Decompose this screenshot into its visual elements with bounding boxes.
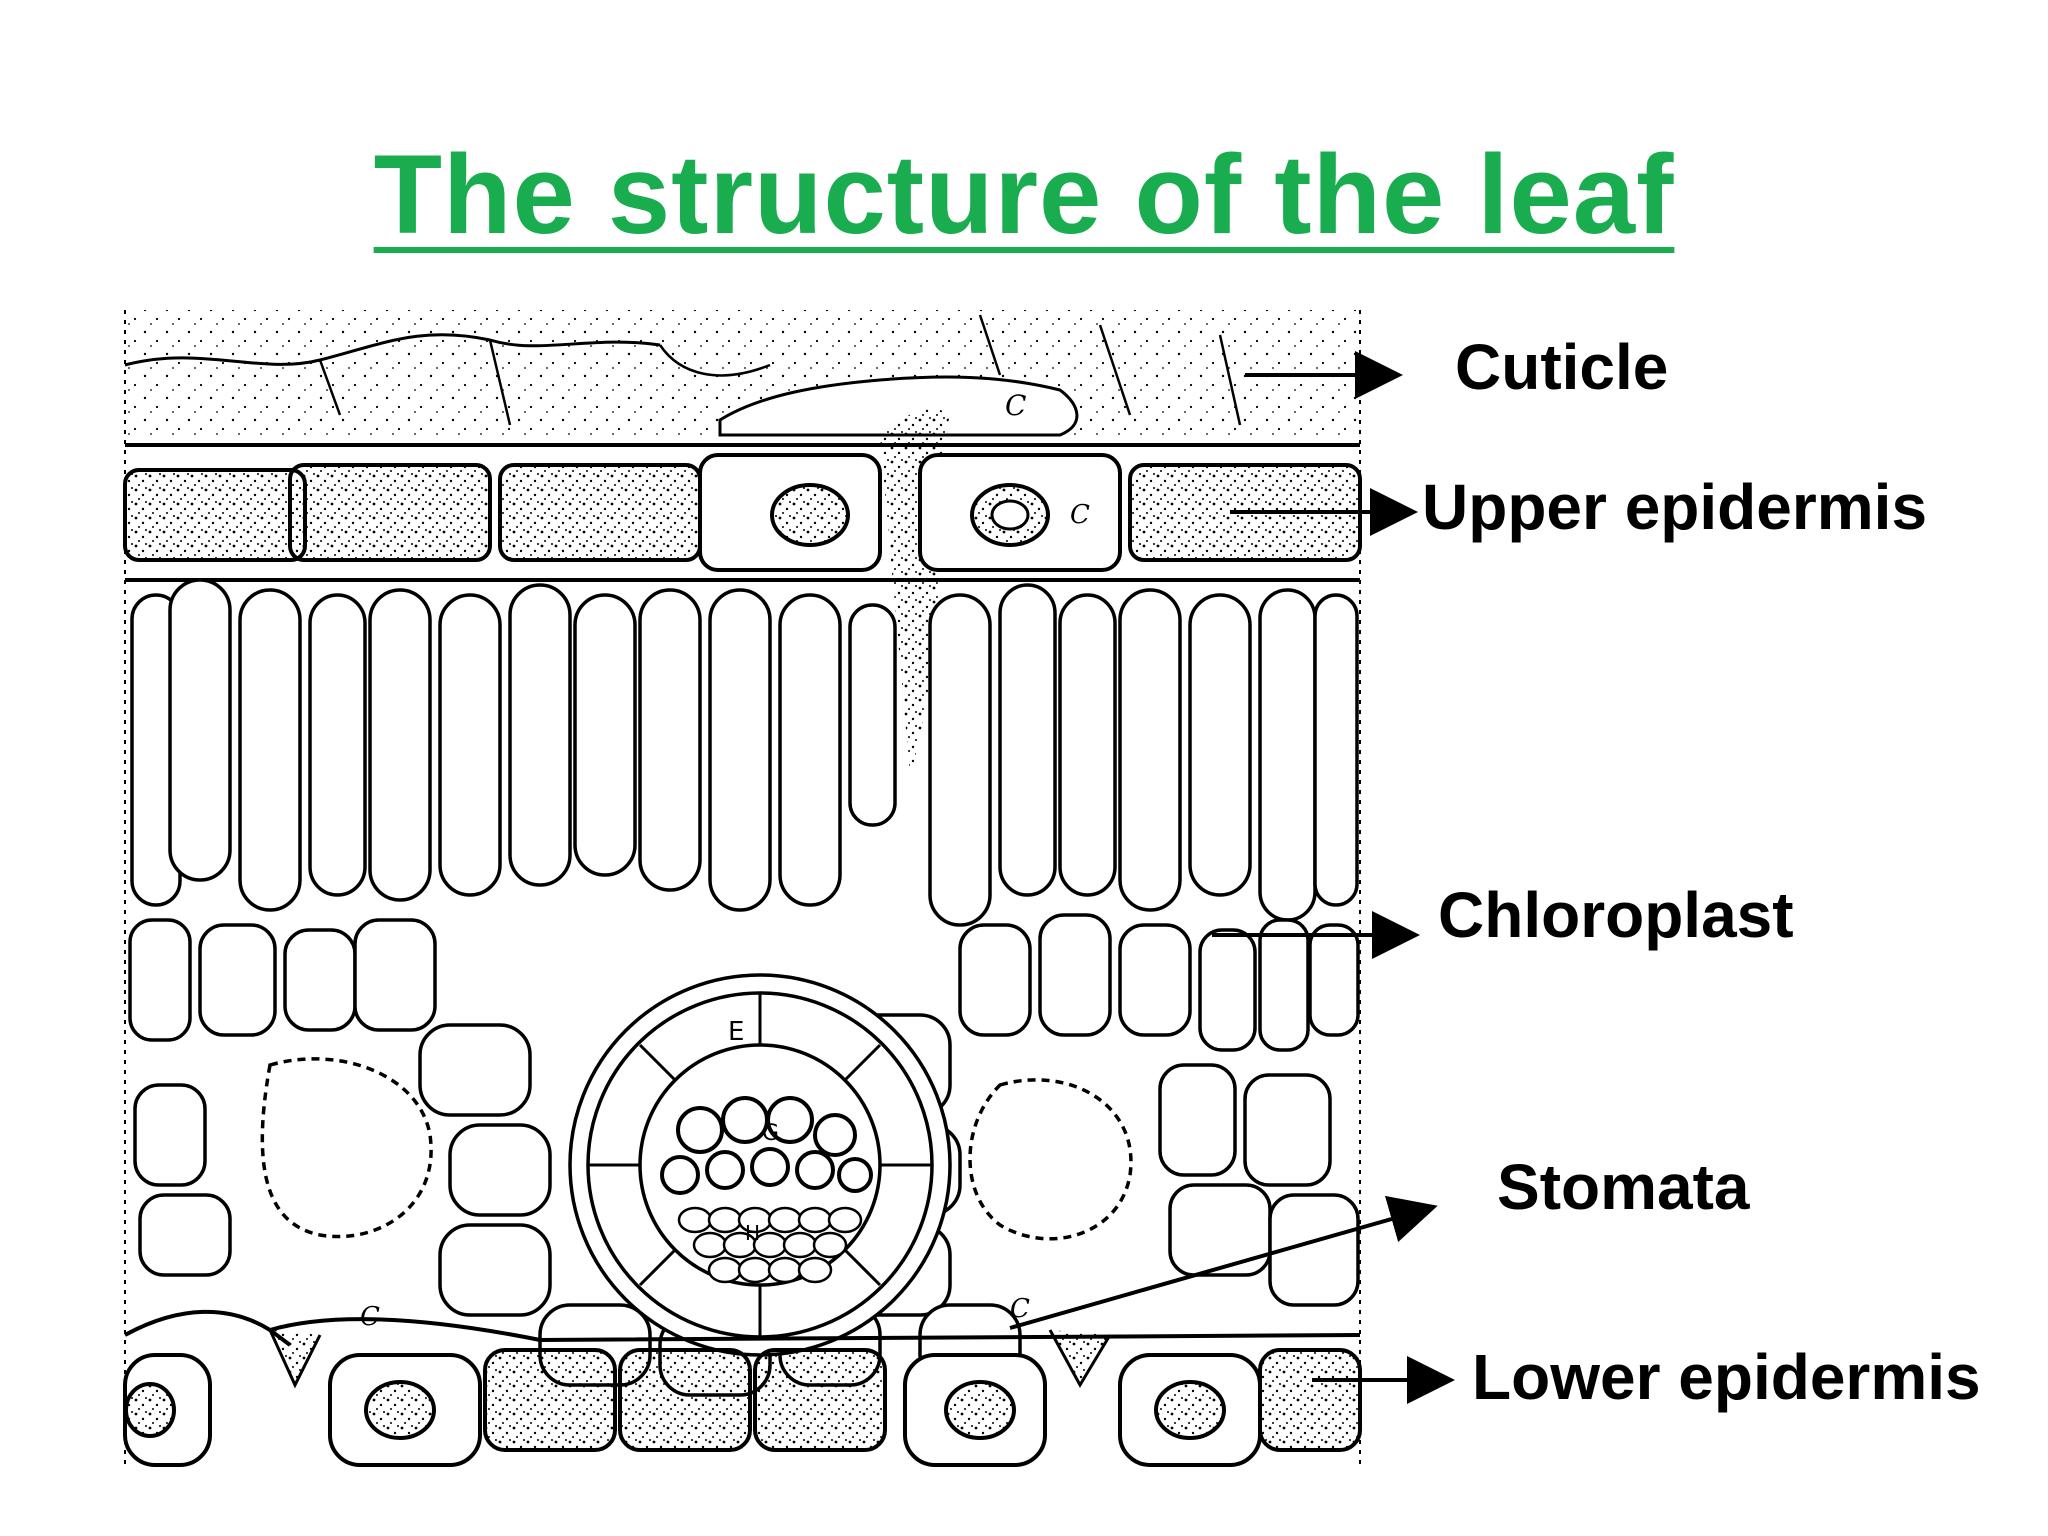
stomata-label: Stomata <box>1497 1151 1750 1223</box>
page-title: The structure of the leaf <box>373 132 1675 257</box>
leaf-cross-section-diagram: C C <box>123 310 1362 1467</box>
lower-epidermis-layer: C C <box>123 1294 1362 1467</box>
cell-letter-h: H <box>745 1221 760 1245</box>
cell-letter-c: C <box>1005 389 1026 422</box>
cuticle-label: Cuticle <box>1455 331 1669 403</box>
cell-letter-c: C <box>1010 1294 1030 1324</box>
cell-letter-c: C <box>360 1302 380 1332</box>
vascular-bundle: E G H <box>418 973 1022 1397</box>
chloroplast-label: Chloroplast <box>1438 879 1794 951</box>
spongy-layer <box>128 913 1360 1307</box>
palisade-layer <box>130 578 1359 927</box>
cell-letter-c: C <box>1070 500 1090 530</box>
upper-epidermis-label: Upper epidermis <box>1422 471 1928 543</box>
stomata-arrow <box>1009 1195 1438 1330</box>
cell-letter-g: G <box>762 1121 779 1146</box>
cell-letter-e: E <box>728 1017 744 1047</box>
lower-epidermis-label: Lower epidermis <box>1472 1341 1981 1413</box>
